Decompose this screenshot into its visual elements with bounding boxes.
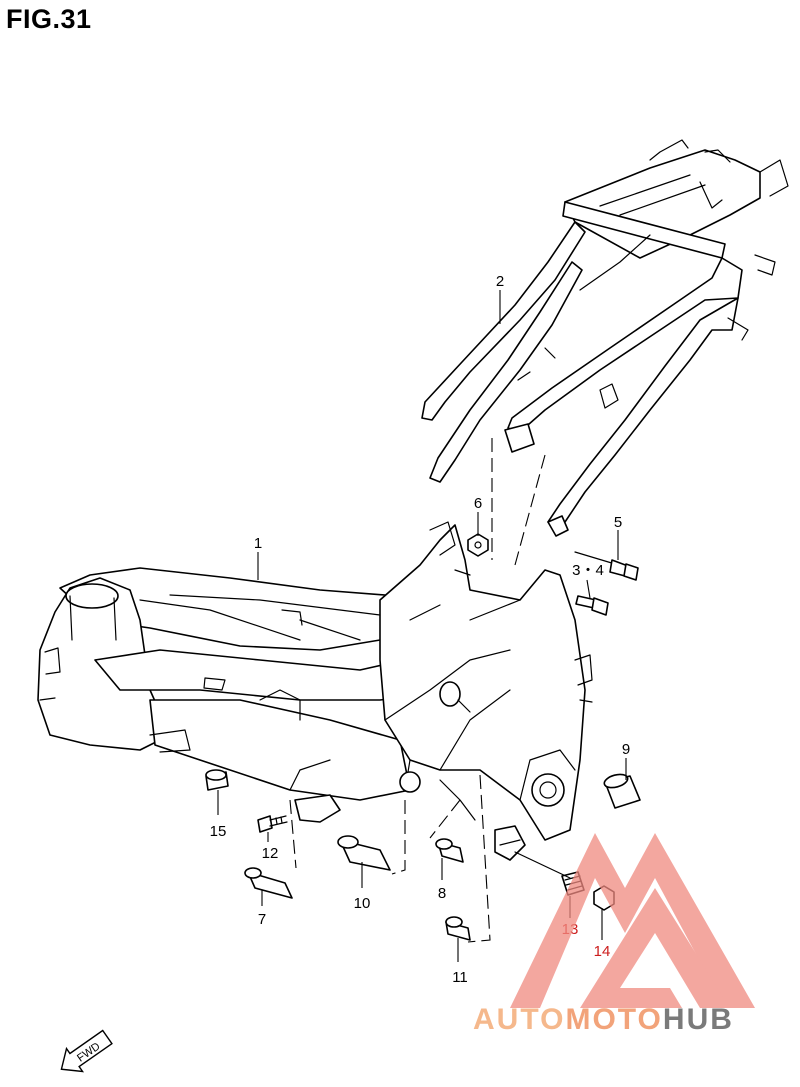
main-frame (37, 521, 593, 861)
brand-part-hub: HUB (662, 1003, 734, 1036)
brand-part-auto: AUTO (473, 1003, 566, 1036)
part-3-4-bolt (575, 595, 609, 616)
label-part-2: 2 (496, 273, 504, 290)
brand-part-moto: MOTO (565, 1003, 663, 1036)
label-part-9: 9 (622, 741, 630, 758)
watermark-logo-icon (510, 833, 755, 1008)
watermark-brand-text: AUTOMOTOHUB (473, 1003, 734, 1037)
part-5-bolt (574, 551, 639, 581)
label-part-5: 5 (614, 514, 622, 531)
part-9-spacer (603, 773, 641, 809)
label-part-3-4: 3・4 (572, 562, 604, 579)
seat-rail-frame (421, 139, 789, 537)
label-part-1: 1 (254, 535, 262, 552)
label-part-11: 11 (452, 969, 468, 986)
part-10-collar (337, 835, 391, 871)
leader-lines (217, 290, 627, 962)
label-part-7: 7 (258, 911, 266, 928)
label-part-14: 14 (594, 943, 611, 960)
label-part-6: 6 (474, 495, 482, 512)
label-part-12: 12 (262, 845, 279, 862)
part-11-bush (445, 916, 471, 941)
label-part-15: 15 (210, 823, 227, 840)
label-part-10: 10 (354, 895, 371, 912)
fwd-arrow-icon: FWD (60, 1029, 113, 1073)
part-6-nut (467, 533, 489, 557)
label-part-8: 8 (438, 885, 446, 902)
figure-title: FIG.31 (6, 4, 92, 34)
part-15-bush (205, 769, 229, 791)
part-12-bolt (257, 815, 288, 833)
part-7-spacer (244, 867, 293, 899)
part-8-spacer (435, 838, 464, 863)
part-labels: 1 2 3・4 5 6 7 8 9 10 11 12 13 14 15 (210, 273, 631, 986)
alignment-lines (289, 438, 571, 943)
